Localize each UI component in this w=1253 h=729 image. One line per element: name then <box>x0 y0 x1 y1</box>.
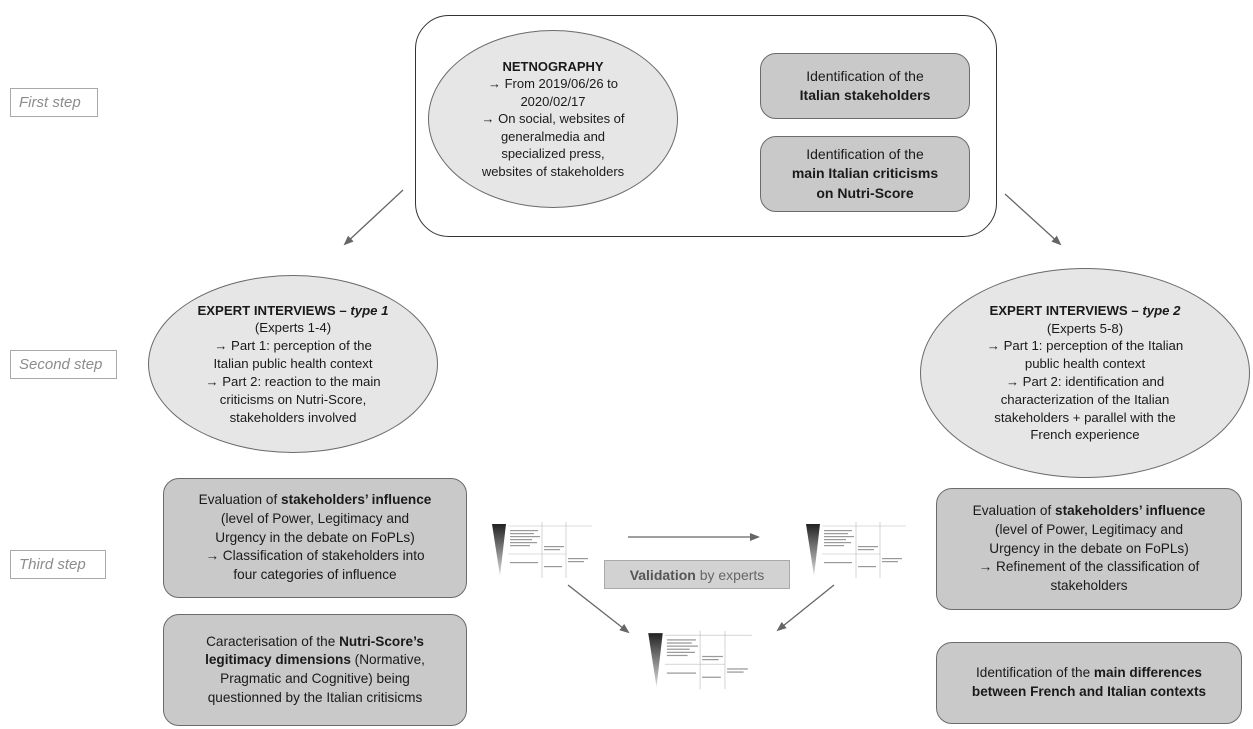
step-label-first-text: First step <box>19 94 81 111</box>
netnography-line-3: → On social, websites of <box>481 111 625 127</box>
netnography-line-2: 2020/02/17 <box>520 93 586 109</box>
main-differences-box: Identification of the main differences b… <box>936 642 1242 724</box>
step-label-third-text: Third step <box>19 556 86 573</box>
eval-left-line-5: four categories of influence <box>233 567 397 583</box>
identification-criticisms-line-1: Identification of the <box>806 146 924 163</box>
arrow-first-to-type2 <box>1004 193 1062 246</box>
netnography-line-4: generalmedia and <box>500 128 606 144</box>
step-label-third: Third step <box>10 550 106 579</box>
legitimacy-line-2: legitimacy dimensions (Normative, <box>205 652 425 668</box>
expert-interviews-type2-ellipse: EXPERT INTERVIEWS – type 2 (Experts 5-8)… <box>920 268 1250 478</box>
stakeholder-matrix-thumbnail-left <box>492 522 592 578</box>
expert-type1-title: EXPERT INTERVIEWS – type 1 <box>197 302 389 318</box>
expert-type2-line-3: public health context <box>1024 356 1146 372</box>
funnel-graphic <box>492 524 506 576</box>
expert-type1-line-1: (Experts 1-4) <box>254 320 332 336</box>
eval-left-line-4: → Classification of stakeholders into <box>205 548 425 564</box>
expert-interviews-type1-ellipse: EXPERT INTERVIEWS – type 1 (Experts 1-4)… <box>148 275 438 453</box>
eval-left-line-3: Urgency in the debate on FoPLs) <box>215 529 415 545</box>
eval-right-line-3: Urgency in the debate on FoPLs) <box>989 540 1189 556</box>
identification-criticisms-box: Identification of the main Italian criti… <box>760 136 970 212</box>
eval-right-line-5: stakeholders <box>1050 578 1128 594</box>
expert-type1-line-3: Italian public health context <box>213 356 373 372</box>
evaluation-influence-right-box: Evaluation of stakeholders’ influence (l… <box>936 488 1242 610</box>
netnography-line-6: websites of stakeholders <box>481 163 625 179</box>
netnography-title: NETNOGRAPHY <box>502 58 604 74</box>
expert-type2-line-7: French experience <box>1030 427 1140 443</box>
step-label-second-text: Second step <box>19 356 103 373</box>
netnography-ellipse: NETNOGRAPHY → From 2019/06/26 to 2020/02… <box>428 30 678 208</box>
legitimacy-line-3: Pragmatic and Cognitive) being <box>220 671 410 686</box>
step-label-second: Second step <box>10 350 117 379</box>
expert-type2-line-5: characterization of the Italian <box>1000 391 1170 407</box>
legitimacy-line-1: Caracterisation of the Nutri-Score’s <box>206 633 424 649</box>
stakeholder-matrix-thumbnail-final <box>648 631 752 690</box>
differences-line-2: between French and Italian contexts <box>971 684 1207 699</box>
expert-type1-line-6: stakeholders involved <box>229 409 357 425</box>
identification-stakeholders-line-1: Identification of the <box>806 67 924 84</box>
stakeholder-matrix-thumbnail-right <box>806 522 906 578</box>
identification-stakeholders-line-2: Italian stakeholders <box>799 87 931 103</box>
funnel-graphic <box>648 633 663 687</box>
identification-criticisms-line-3: on Nutri-Score <box>816 184 914 201</box>
legitimacy-line-4: questionned by the Italian critisicms <box>207 689 423 705</box>
expert-type1-line-5: criticisms on Nutri-Score, <box>219 391 367 407</box>
expert-type1-line-2: → Part 1: perception of the <box>214 338 372 354</box>
eval-left-line-2: (level of Power, Legitimacy and <box>220 510 410 526</box>
expert-type1-line-4: → Part 2: reaction to the main <box>205 373 381 389</box>
identification-stakeholders-box: Identification of the Italian stakeholde… <box>760 53 970 119</box>
expert-type2-line-4: → Part 2: identification and <box>1005 374 1165 389</box>
expert-type2-line-2: → Part 1: perception of the Italian <box>986 338 1184 354</box>
evaluation-influence-left-box: Evaluation of stakeholders’ influence (l… <box>163 478 467 598</box>
expert-type2-line-1: (Experts 5-8) <box>1046 320 1124 336</box>
arrow-first-to-type1 <box>343 189 404 246</box>
arrow-right-thumb-to-final <box>776 584 835 632</box>
legitimacy-dimensions-box: Caracterisation of the Nutri-Score’s leg… <box>163 614 467 726</box>
differences-line-1: Identification of the main differences <box>976 665 1202 681</box>
validation-text: Validation by experts <box>629 566 765 583</box>
eval-left-line-1: Evaluation of stakeholders’ influence <box>198 492 432 508</box>
eval-right-line-1: Evaluation of stakeholders’ influence <box>972 503 1206 519</box>
expert-type2-line-6: stakeholders + parallel with the <box>994 409 1176 425</box>
netnography-line-1: → From 2019/06/26 to <box>487 76 619 92</box>
expert-type2-title: EXPERT INTERVIEWS – type 2 <box>989 302 1181 318</box>
eval-right-line-4: → Refinement of the classification of <box>978 559 1200 575</box>
validation-by-experts-box: Validation by experts <box>604 560 790 589</box>
netnography-line-5: specialized press, <box>501 146 605 162</box>
eval-right-line-2: (level of Power, Legitimacy and <box>994 521 1184 537</box>
funnel-graphic <box>806 524 820 576</box>
arrow-left-thumb-to-final <box>567 584 630 634</box>
step-label-first: First step <box>10 88 98 117</box>
identification-criticisms-line-2: main Italian criticisms <box>791 165 939 182</box>
